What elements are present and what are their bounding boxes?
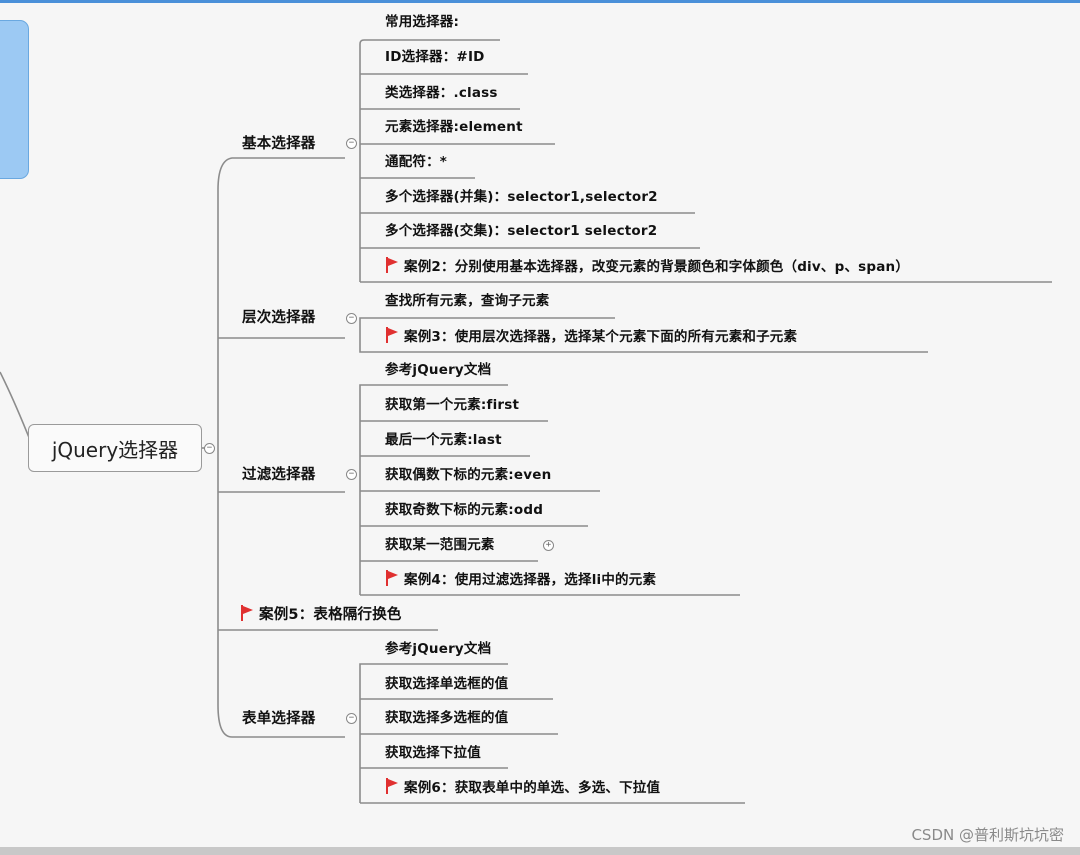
leaf-form-radio[interactable]: 获取选择单选框的值 — [385, 676, 509, 692]
leaf-basic-id[interactable]: ID选择器：#ID — [385, 49, 485, 65]
leaf-basic-union[interactable]: 多个选择器(并集)：selector1,selector2 — [385, 189, 658, 205]
leaf-filter-range[interactable]: 获取某一范围元素 — [385, 537, 495, 553]
leaf-basic-wildcard[interactable]: 通配符：* — [385, 154, 448, 170]
leaf-basic-case2[interactable]: 案例2：分别使用基本选择器，改变元素的背景颜色和字体颜色（div、p、span） — [385, 257, 909, 276]
watermark: CSDN @普利斯坑坑密 — [911, 826, 1064, 844]
leaf-basic-element[interactable]: 元素选择器:element — [385, 119, 523, 135]
collapse-minus-icon[interactable]: − — [346, 138, 357, 149]
leaf-filter-first[interactable]: 获取第一个元素:first — [385, 397, 520, 413]
leaf-form-case6[interactable]: 案例6：获取表单中的单选、多选、下拉值 — [385, 778, 660, 797]
horizontal-scrollbar[interactable] — [0, 847, 1080, 855]
branch-hierarchy-selector[interactable]: 层次选择器 — [242, 310, 316, 326]
case6-label: 案例6：获取表单中的单选、多选、下拉值 — [404, 780, 661, 796]
leaf-filter-last[interactable]: 最后一个元素:last — [385, 432, 502, 448]
red-flag-icon — [386, 570, 398, 586]
expand-plus-icon[interactable]: + — [543, 540, 554, 551]
branch-form-selector[interactable]: 表单选择器 — [242, 711, 316, 727]
leaf-filter-case4[interactable]: 案例4：使用过滤选择器，选择li中的元素 — [385, 570, 656, 589]
case2-label: 案例2：分别使用基本选择器，改变元素的背景颜色和字体颜色（div、p、span） — [404, 259, 910, 275]
collapse-minus-icon[interactable]: − — [346, 313, 357, 324]
root-label: jQuery选择器 — [51, 437, 179, 462]
root-node[interactable]: jQuery选择器 — [28, 424, 202, 472]
case5-label: 案例5：表格隔行换色 — [259, 607, 402, 623]
leaf-hierarchy-find[interactable]: 查找所有元素，查询子元素 — [385, 293, 550, 309]
red-flag-icon — [241, 605, 253, 621]
leaf-basic-class[interactable]: 类选择器：.class — [385, 85, 498, 101]
red-flag-icon — [386, 257, 398, 273]
case3-label: 案例3：使用层次选择器，选择某个元素下面的所有元素和子元素 — [404, 329, 798, 345]
leaf-form-docs[interactable]: 参考jQuery文档 — [385, 641, 492, 657]
branch-basic-selector[interactable]: 基本选择器 — [242, 136, 316, 152]
collapse-minus-icon[interactable]: − — [204, 443, 215, 454]
collapse-minus-icon[interactable]: − — [346, 469, 357, 480]
side-panel — [0, 20, 29, 179]
branch-filter-selector[interactable]: 过滤选择器 — [242, 467, 316, 483]
case4-label: 案例4：使用过滤选择器，选择li中的元素 — [404, 572, 657, 588]
leaf-form-checkbox[interactable]: 获取选择多选框的值 — [385, 710, 509, 726]
leaf-filter-even[interactable]: 获取偶数下标的元素:even — [385, 467, 552, 483]
leaf-basic-common[interactable]: 常用选择器: — [385, 14, 460, 30]
leaf-form-dropdown[interactable]: 获取选择下拉值 — [385, 745, 481, 761]
leaf-basic-intersection[interactable]: 多个选择器(交集)：selector1 selector2 — [385, 223, 658, 239]
red-flag-icon — [386, 778, 398, 794]
collapse-minus-icon[interactable]: − — [346, 713, 357, 724]
leaf-filter-docs[interactable]: 参考jQuery文档 — [385, 362, 492, 378]
leaf-hierarchy-case3[interactable]: 案例3：使用层次选择器，选择某个元素下面的所有元素和子元素 — [385, 327, 797, 346]
branch-case5[interactable]: 案例5：表格隔行换色 — [240, 605, 402, 624]
red-flag-icon — [386, 327, 398, 343]
leaf-filter-odd[interactable]: 获取奇数下标的元素:odd — [385, 502, 544, 518]
window-top-border — [0, 0, 1080, 3]
